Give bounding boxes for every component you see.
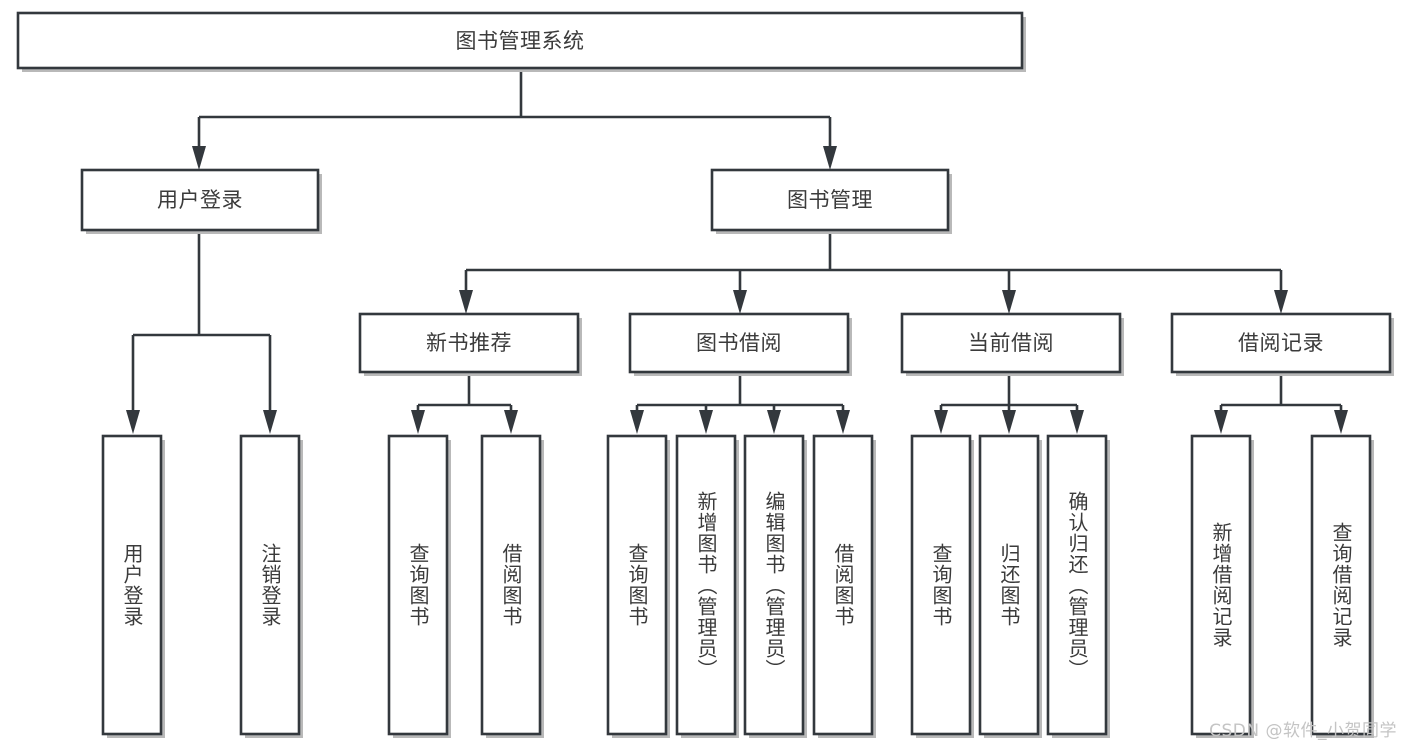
connector-bookmgmt-to-level3: [459, 233, 1288, 314]
node-current-borrow[interactable]: 当前借阅: [900, 312, 1124, 376]
node-book-management[interactable]: 图书管理: [710, 168, 952, 234]
node-book-borrow[interactable]: 图书借阅: [628, 312, 852, 376]
csdn-watermark: CSDN @软件_小贺同学: [1209, 721, 1397, 741]
node-book-borrow-label: 图书借阅: [696, 331, 782, 355]
leaf-box-confirm-return[interactable]: [1046, 434, 1110, 738]
leaf-box-borrow-book[interactable]: [812, 434, 876, 738]
leaf-box-logout[interactable]: [239, 434, 303, 738]
leaf-box-query-record[interactable]: [1310, 434, 1374, 738]
node-borrow-record-label: 借阅记录: [1238, 331, 1324, 355]
leaf-box-edit-book[interactable]: [743, 434, 807, 738]
node-book-management-label: 图书管理: [787, 188, 873, 212]
node-root-label: 图书管理系统: [456, 29, 585, 53]
leaf-box-query-book-rec[interactable]: [387, 434, 451, 738]
node-root[interactable]: 图书管理系统: [16, 11, 1026, 72]
node-new-book-recommend-label: 新书推荐: [426, 331, 512, 355]
connector-newbook-to-leaves: [411, 375, 518, 434]
leaf-box-add-record[interactable]: [1190, 434, 1254, 738]
leaf-box-query-book-borrow[interactable]: [606, 434, 670, 738]
node-borrow-record[interactable]: 借阅记录: [1170, 312, 1394, 376]
connector-borrowrecord-to-leaves: [1214, 375, 1348, 434]
leaf-box-borrow-book-rec[interactable]: [480, 434, 544, 738]
leaf-box-query-book-current[interactable]: [910, 434, 974, 738]
leaf-box-add-book[interactable]: [675, 434, 739, 738]
connector-bookborrow-to-leaves: [630, 375, 850, 434]
leaf-box-return-book[interactable]: [978, 434, 1042, 738]
node-new-book-recommend[interactable]: 新书推荐: [358, 312, 582, 376]
node-user-login[interactable]: 用户登录: [80, 168, 322, 234]
connector-root-to-level2: [192, 68, 837, 170]
connector-userlogin-to-leaves: [126, 233, 277, 434]
leaf-box-user-login[interactable]: [101, 434, 165, 738]
node-current-borrow-label: 当前借阅: [968, 331, 1054, 355]
node-user-login-label: 用户登录: [157, 188, 243, 212]
connector-currentborrow-to-leaves: [934, 375, 1084, 434]
